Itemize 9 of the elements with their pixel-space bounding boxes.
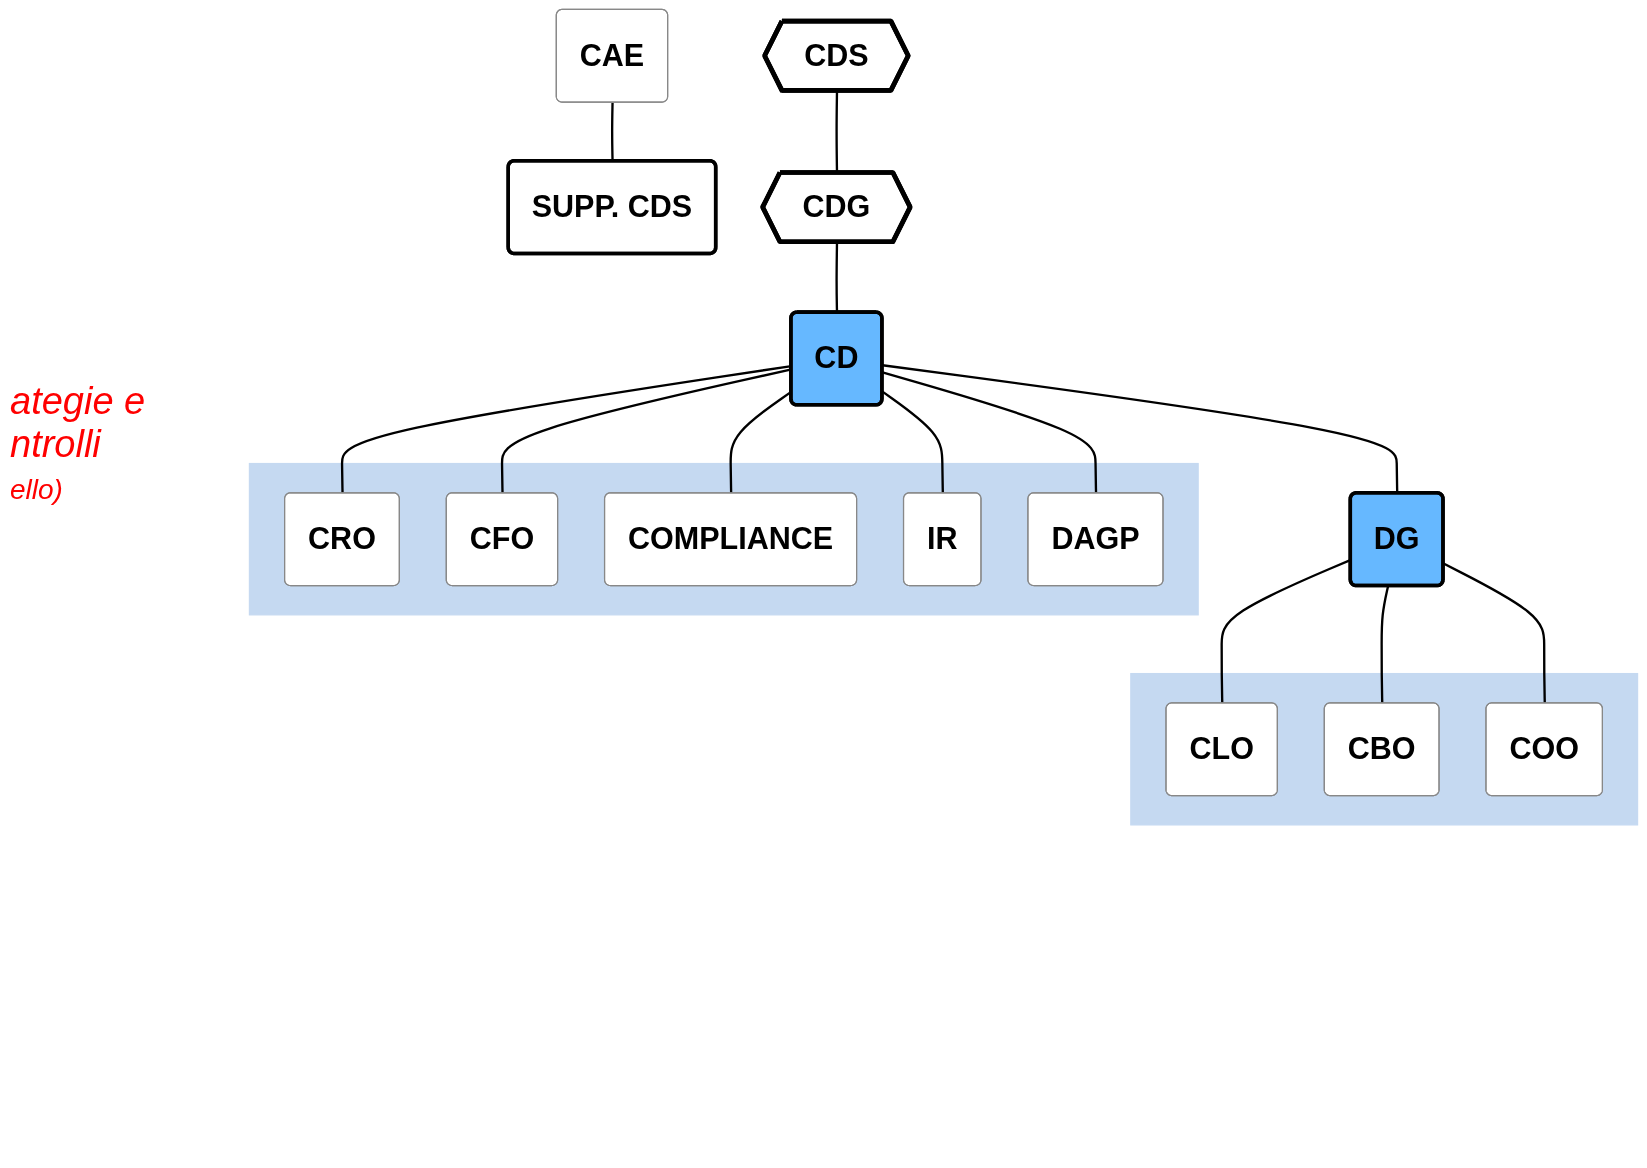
note-text: ello) <box>10 474 64 506</box>
connector <box>882 364 1399 494</box>
connector <box>835 242 839 313</box>
connector <box>1443 562 1546 704</box>
cluster <box>1130 672 1639 826</box>
connector <box>882 371 1098 494</box>
note-text: ategie e ntrolli <box>10 380 147 466</box>
cluster <box>248 462 1199 616</box>
connector <box>1380 585 1390 704</box>
